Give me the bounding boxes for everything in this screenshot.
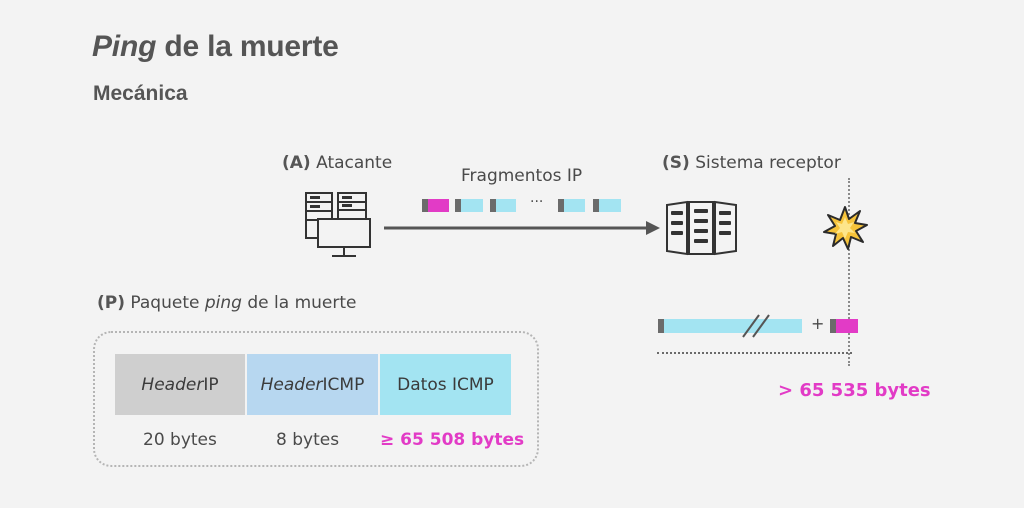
reassembled-header [830, 319, 836, 333]
packet-label-italic: ping [204, 293, 242, 313]
fragment-header [558, 199, 564, 212]
cell-icmp-data-text: Datos ICMP [397, 374, 494, 395]
explosion-icon [823, 206, 868, 250]
fragment-header [422, 199, 428, 212]
cell-icmp-header-text: ICMP [322, 374, 365, 395]
reassembled-payload [664, 319, 802, 333]
fragment-payload [564, 199, 585, 212]
cell-icmp-data: Datos ICMP [380, 354, 511, 415]
receiver-label: (S) Sistema receptor [662, 153, 841, 173]
packet-label: (P) Paquete ping de la muerte [97, 293, 356, 313]
break-mark-icon [742, 314, 770, 338]
computer-server-icon [305, 192, 371, 257]
receiver-tag: (S) [662, 153, 690, 173]
fragment-payload [496, 199, 516, 212]
size-icmp-data: ≥ 65 508 bytes [380, 430, 525, 450]
cell-icmp-header-italic: Header [260, 374, 323, 395]
fragments-ellipsis: ··· [530, 194, 544, 210]
packet-container [93, 331, 539, 467]
size-icmp-header: 8 bytes [276, 430, 340, 450]
receiver-name: Sistema receptor [695, 153, 841, 173]
plus-sign: + [811, 314, 825, 333]
fragments-label: Fragmentos IP [461, 166, 583, 186]
server-rack-icon [666, 200, 737, 256]
cell-ip-header-italic: Header [141, 374, 204, 395]
cell-ip-header-text: IP [203, 374, 219, 395]
total-size-line [657, 352, 852, 354]
limit-line [848, 178, 850, 366]
attacker-tag: (A) [282, 153, 311, 173]
reassembled-last-fragment [836, 319, 858, 333]
total-size-label: > 65 535 bytes [778, 380, 931, 401]
packet-label-pre: Paquete [130, 293, 205, 313]
arrow-right-icon [384, 221, 660, 235]
cell-ip-header: Header IP [115, 354, 245, 415]
packet-label-post: de la muerte [241, 293, 357, 313]
title-rest: de la muerte [156, 30, 339, 63]
packet-tag: (P) [97, 293, 125, 313]
attacker-name: Atacante [316, 153, 393, 173]
title-italic: Ping [92, 30, 157, 63]
fragment-header [593, 199, 599, 212]
fragment-payload-first [428, 199, 449, 212]
fragment-payload [599, 199, 621, 212]
reassembled-header [658, 319, 664, 333]
fragment-payload [461, 199, 483, 212]
size-ip-header: 20 bytes [143, 430, 217, 450]
attacker-label: (A) Atacante [282, 153, 392, 173]
page-title: Ping de la muerte [92, 30, 339, 64]
fragment-header [455, 199, 461, 212]
fragment-header [490, 199, 496, 212]
cell-icmp-header: Header ICMP [247, 354, 378, 415]
page-subtitle: Mecánica [93, 82, 188, 105]
